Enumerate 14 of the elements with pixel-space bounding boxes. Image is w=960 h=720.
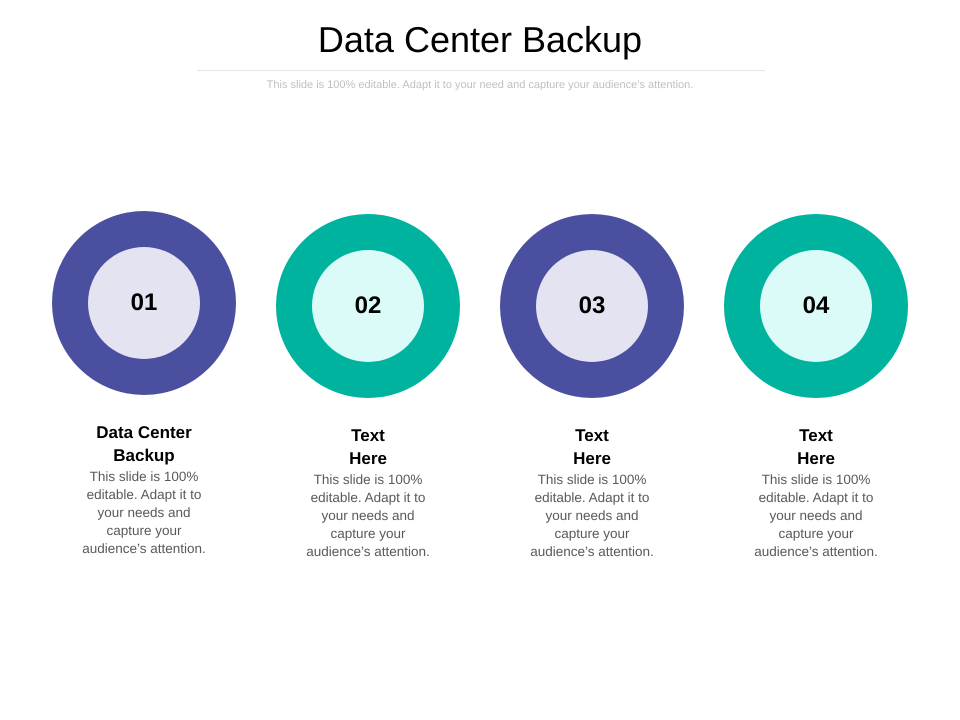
step-heading: Text Here (796, 425, 836, 470)
subtitle: This slide is 100% editable. Adapt it to your need and capture your audience’s attention. (266, 78, 694, 93)
step-heading: Text Here (572, 425, 612, 470)
step-description: This slide is 100% editable. Adapt it to your needs and capture your audience’s attention. (81, 468, 207, 558)
step-description: This slide is 100% editable. Adapt it to your needs and capture your audience’s attention. (529, 471, 655, 561)
step-heading: Text Here (348, 425, 388, 470)
step-number: 01 (130, 289, 158, 317)
title: Data Center Backup (318, 18, 642, 62)
step-number: 02 (354, 292, 382, 320)
step-description: This slide is 100% editable. Adapt it to your needs and capture your audience’s attention. (753, 471, 879, 561)
step-heading: Data Center Backup (95, 422, 193, 467)
step-description: This slide is 100% editable. Adapt it to your needs and capture your audience’s attention. (305, 471, 431, 561)
step-number: 03 (578, 292, 606, 320)
step-number: 04 (802, 292, 830, 320)
